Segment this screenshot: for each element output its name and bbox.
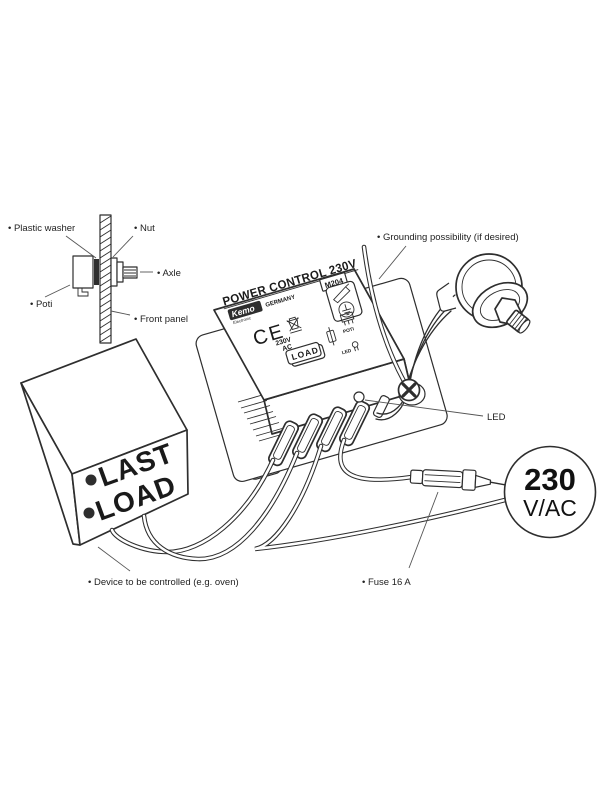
wiring — [109, 244, 508, 562]
kemo-logo-sub: Electronic — [232, 315, 251, 325]
label-grounding: • Grounding possibility (if desired) — [377, 232, 519, 243]
front-panel — [99, 214, 112, 344]
fuse-holder — [408, 469, 507, 569]
safety-label — [325, 280, 363, 322]
label-front-panel: • Front panel — [134, 314, 188, 325]
bullet-dot — [83, 507, 95, 519]
phillips-cross-icon — [401, 382, 417, 398]
fuse-symbol-icon — [326, 327, 337, 346]
terminal — [268, 420, 300, 467]
poti-wire-1 — [376, 294, 456, 415]
leader-poti — [44, 284, 71, 298]
poti-symbol-icon — [339, 311, 355, 326]
axle-knurl — [124, 269, 136, 277]
label-nut: • Nut — [134, 223, 155, 234]
poti-solder-lug — [77, 287, 89, 297]
weee-bin-icon — [286, 316, 302, 334]
led-symbol-icon — [351, 341, 359, 352]
fuse-lead — [489, 481, 507, 486]
fuse-cone — [474, 474, 492, 488]
label-led: LED — [487, 412, 506, 423]
leader-grounding — [378, 245, 407, 280]
poti-bracket — [436, 282, 457, 312]
power-source-circle: 230 V/AC — [503, 445, 597, 539]
label-plastic-washer: • Plastic washer — [8, 223, 75, 234]
leader-fuse — [408, 491, 439, 569]
source-circle-outline — [503, 445, 597, 539]
poti-body — [72, 255, 94, 289]
leader-device-controlled — [97, 546, 131, 572]
leader-front-panel — [110, 310, 131, 316]
voltage-marking: 230V — [275, 336, 293, 347]
grounding-annotation: • Grounding possibility (if desired) — [377, 232, 519, 280]
axle-shaft — [122, 266, 138, 279]
plastic-washer — [94, 259, 99, 285]
label-device-controlled: • Device to be controlled (e.g. oven) — [88, 577, 239, 588]
soldering-iron-icon — [333, 283, 351, 304]
leader-nut — [112, 235, 134, 258]
label-axle: • Axle — [157, 268, 181, 279]
led-annotation: LED — [353, 391, 506, 423]
load-pill — [285, 341, 322, 365]
led-marking: LED — [341, 348, 352, 357]
load-box: LAST LOAD — [20, 338, 189, 572]
ac-marking: AC — [282, 343, 293, 352]
mounting-flange — [110, 257, 118, 287]
fuse-cap-right — [461, 469, 477, 491]
poti-marking: POTI — [342, 326, 355, 335]
source-voltage: 230 — [524, 462, 576, 497]
bullet-dot — [85, 474, 97, 486]
fuse-cap-left — [409, 469, 424, 485]
source-unit: V/AC — [523, 495, 577, 521]
leader-led — [364, 399, 484, 417]
leader-plastic-washer — [65, 235, 97, 259]
load-box-front-face — [71, 429, 189, 546]
grounding-screw — [397, 378, 426, 406]
poti-shaft — [506, 309, 531, 334]
label-fuse: • Fuse 16 A — [362, 577, 411, 588]
led-indicator — [353, 391, 365, 403]
fuse-body — [421, 469, 464, 489]
earth-symbol-icon — [338, 301, 355, 318]
heatsink-fins — [237, 394, 286, 442]
front-panel-hatching — [99, 215, 112, 343]
poti-mounting-diagram: • Plastic washer • Nut • Axle • Poti • F… — [8, 214, 188, 344]
poti-terminal-block — [372, 395, 390, 418]
nut — [116, 261, 124, 283]
kemo-logo — [227, 300, 263, 321]
label-poti: • Poti — [30, 299, 52, 310]
control-poti — [436, 253, 531, 334]
